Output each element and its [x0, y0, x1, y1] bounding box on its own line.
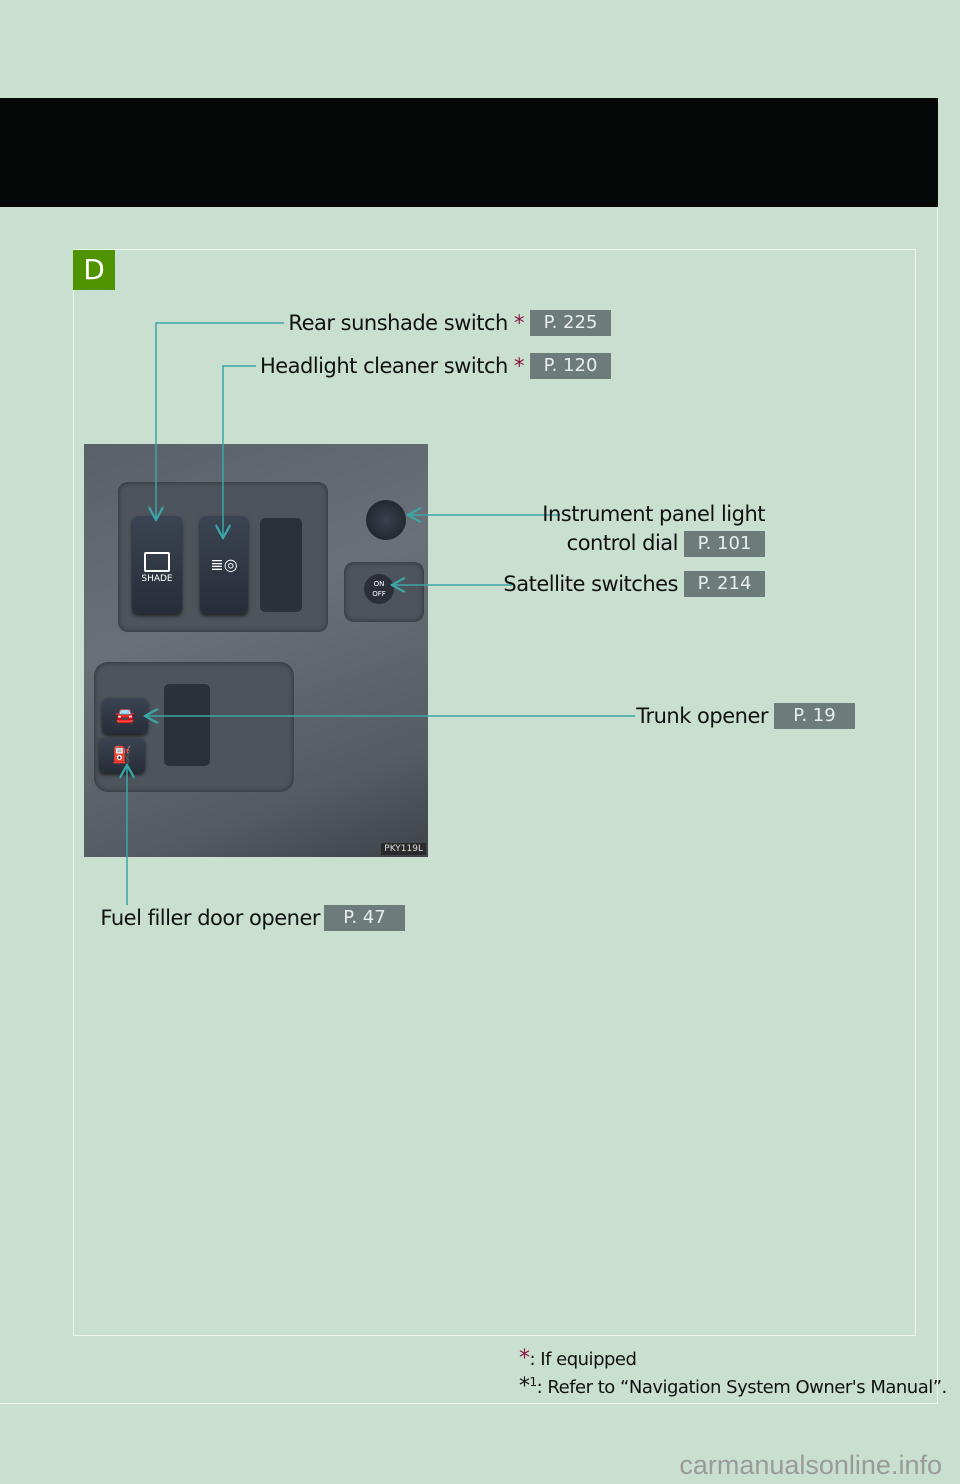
callout-satellite: Satellite switches: [503, 572, 678, 596]
section-letter: D: [73, 250, 115, 290]
label: Rear sunshade switch: [288, 311, 508, 335]
star-mark: *: [519, 1374, 530, 1399]
footnote-navigation: *1: Refer to “Navigation System Owner's …: [519, 1374, 947, 1399]
section-box: [73, 249, 916, 1336]
leader-rear-sunshade: [156, 322, 295, 520]
trunk-opener-switch: 🚘: [102, 698, 148, 734]
footnote-if-equipped: *: If equipped: [519, 1346, 637, 1371]
page-ref-19[interactable]: P. 19: [774, 703, 855, 729]
label: Headlight cleaner switch: [259, 354, 508, 378]
watermark: carmanualsonline.info: [679, 1450, 942, 1480]
footnote-text: : If equipped: [529, 1349, 637, 1370]
callout-fuel: Fuel filler door opener: [100, 906, 320, 930]
page-ref-47[interactable]: P. 47: [324, 905, 405, 931]
leader-headlight-cleaner: [223, 365, 265, 538]
off-text: OFF: [372, 590, 386, 598]
callout-instrument-dial-line2: control dial: [566, 531, 679, 555]
callout-trunk: Trunk opener: [636, 704, 768, 728]
instrument-panel-dial: [366, 500, 406, 540]
photo-code: PKY119L: [381, 843, 426, 855]
page-ref-214[interactable]: P. 214: [684, 571, 765, 597]
sunshade-icon: [144, 552, 170, 572]
star-mark: *: [514, 311, 525, 335]
callout-rear-sunshade: Rear sunshade switch *: [284, 310, 525, 336]
header-band: [0, 98, 938, 207]
satellite-panel: ON OFF: [344, 562, 424, 622]
callout-instrument-dial-line1: Instrument panel light: [542, 502, 765, 526]
fuel-pump-icon: ⛽: [112, 745, 132, 764]
page-ref-101[interactable]: P. 101: [684, 531, 765, 557]
blank-slot: [164, 684, 210, 766]
superscript: 1: [529, 1375, 538, 1389]
star-mark: *: [519, 1346, 530, 1371]
footnote-text: : Refer to “Navigation System Owner's Ma…: [536, 1377, 948, 1398]
headlight-cleaner-icon: ≣◎: [210, 555, 238, 574]
fuel-door-switch: ⛽: [99, 737, 145, 773]
star-mark: *: [514, 354, 525, 378]
shade-text: SHADE: [141, 574, 173, 584]
callout-headlight-cleaner: Headlight cleaner switch *: [255, 353, 525, 379]
car-trunk-icon: 🚘: [115, 706, 135, 725]
page-ref-120[interactable]: P. 120: [530, 353, 611, 379]
on-text: ON: [373, 580, 385, 588]
page-ref-225[interactable]: P. 225: [530, 310, 611, 336]
satellite-switch: ON OFF: [364, 574, 394, 604]
blank-switch: [260, 518, 302, 612]
page-frame: [0, 207, 938, 1404]
rear-sunshade-switch: SHADE: [132, 516, 182, 614]
